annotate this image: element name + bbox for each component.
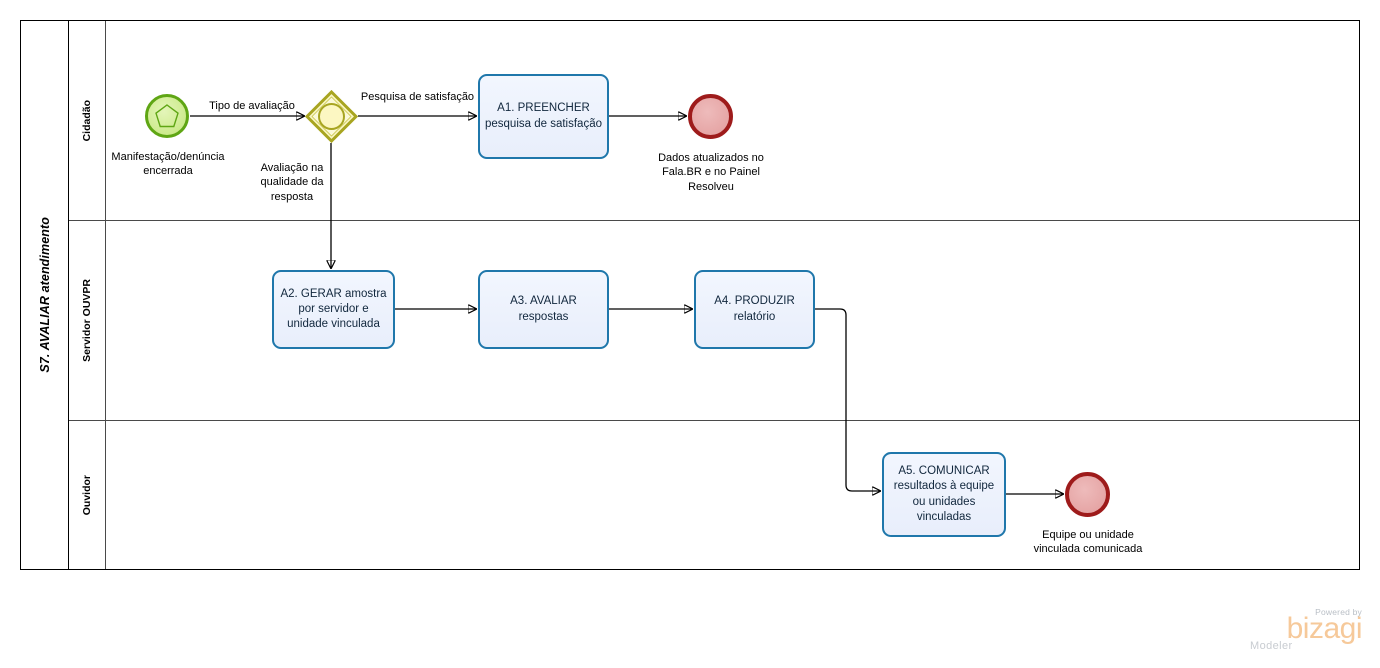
inclusive-gateway-icon bbox=[304, 89, 359, 144]
lane-header-ouvidor: Ouvidor bbox=[69, 421, 106, 569]
task-a1-preencher-pesquisa[interactable]: A1. PREENCHER pesquisa de satisfação bbox=[478, 74, 609, 159]
lane-servidor-ouvpr: Servidor OUVPR bbox=[69, 221, 1359, 421]
pentagon-icon bbox=[155, 104, 179, 128]
lane-label-ouvidor: Ouvidor bbox=[81, 474, 93, 516]
task-a1-label: A1. PREENCHER pesquisa de satisfação bbox=[485, 102, 602, 130]
task-a5-label: A5. COMUNICAR resultados à equipe ou uni… bbox=[893, 465, 995, 523]
task-a5-comunicar-resultados[interactable]: A5. COMUNICAR resultados à equipe ou uni… bbox=[882, 452, 1006, 537]
lane-cidadao: Cidadão bbox=[69, 21, 1359, 221]
lane-ouvidor: Ouvidor bbox=[69, 421, 1359, 569]
task-a2-gerar-amostra[interactable]: A2. GERAR amostra por servidor e unidade… bbox=[272, 270, 395, 349]
flow-label-pesquisa-satisfacao: Pesquisa de satisfação bbox=[360, 91, 475, 103]
end-event-equipe-comunicada-label: Equipe ou unidade vinculada comunicada bbox=[1033, 529, 1143, 556]
flow-label-avaliacao-qualidade: Avaliação na qualidade da resposta bbox=[260, 162, 324, 203]
flow-label-tipo-avaliacao: Tipo de avaliação bbox=[209, 100, 295, 112]
task-a4-label: A4. PRODUZIR relatório bbox=[714, 295, 795, 323]
lane-header-servidor-ouvpr: Servidor OUVPR bbox=[69, 221, 106, 420]
watermark-product: Modeler bbox=[1250, 640, 1293, 652]
task-a4-produzir-relatorio[interactable]: A4. PRODUZIR relatório bbox=[694, 270, 815, 349]
end-event-dados-atualizados-label: Dados atualizados no Fala.BR e no Painel… bbox=[658, 152, 764, 193]
task-a2-label: A2. GERAR amostra por servidor e unidade… bbox=[280, 287, 387, 331]
lane-label-servidor-ouvpr: Servidor OUVPR bbox=[81, 279, 93, 362]
lane-header-cidadao: Cidadão bbox=[69, 21, 106, 220]
bizagi-watermark: Powered by bizagi Modeler bbox=[1244, 606, 1363, 653]
lane-label-cidadao: Cidadão bbox=[81, 99, 93, 142]
watermark-brand: bizagi bbox=[1286, 611, 1363, 645]
task-a3-avaliar-respostas[interactable]: A3. AVALIAR respostas bbox=[478, 270, 609, 349]
inclusive-gateway-tipo-avaliacao[interactable] bbox=[304, 89, 359, 144]
watermark-powered-by: Powered by bbox=[1315, 606, 1362, 617]
task-a3-label: A3. AVALIAR respostas bbox=[510, 295, 577, 323]
end-event-equipe-comunicada[interactable] bbox=[1065, 472, 1110, 517]
end-event-dados-atualizados[interactable] bbox=[688, 94, 733, 139]
start-event-manifestacao[interactable] bbox=[145, 94, 189, 138]
start-event-label: Manifestação/denúncia encerrada bbox=[111, 151, 225, 178]
pool-title: S7. AVALIAR atendimento bbox=[37, 217, 52, 373]
pool-header: S7. AVALIAR atendimento bbox=[21, 21, 69, 569]
